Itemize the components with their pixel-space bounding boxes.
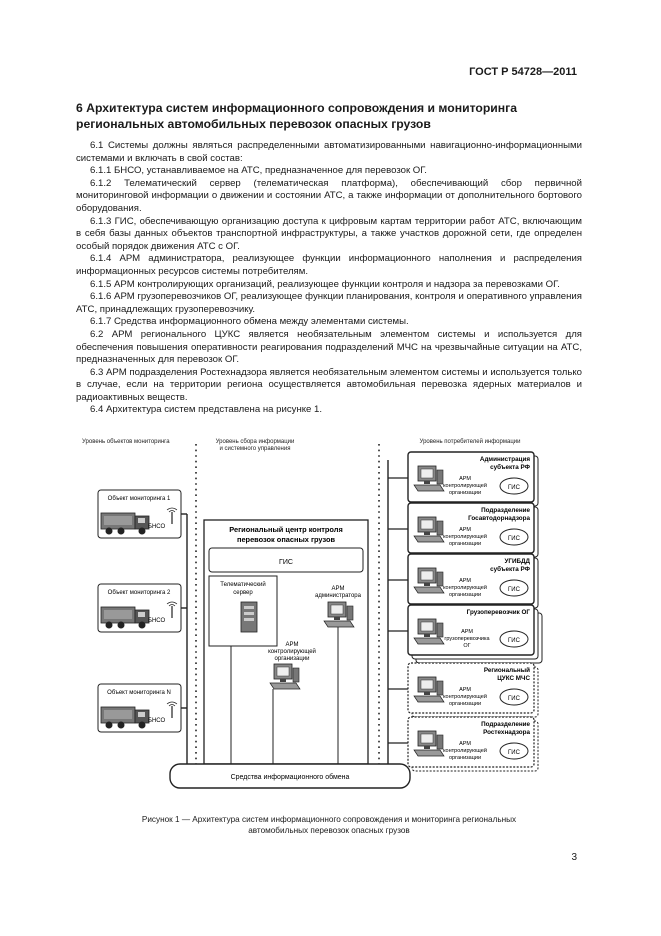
paragraph: 6.1.6 АРМ грузоперевозчиков ОГ, реализую… bbox=[76, 291, 582, 315]
svg-text:Ростехнадзора: Ростехнадзора bbox=[483, 729, 530, 736]
paragraph: 6.2 АРМ регионального ЦУКС является необ… bbox=[76, 328, 582, 366]
workstation-icon bbox=[413, 465, 445, 492]
center-title: Региональный центр контроля bbox=[229, 525, 343, 534]
info-exchange-bar: Средства информационного обмена bbox=[169, 763, 411, 789]
paragraph: 6.1.3 ГИС, обеспечивающую организацию до… bbox=[76, 215, 582, 252]
svg-text:сервер: сервер bbox=[233, 590, 253, 596]
svg-text:контролирующей: контролирующей bbox=[443, 533, 487, 540]
svg-text:контролирующей: контролирующей bbox=[443, 747, 487, 754]
svg-text:ГИС: ГИС bbox=[508, 750, 521, 756]
level-label-consumers: Уровень потребителей информации bbox=[420, 438, 521, 445]
svg-text:УГИБДД: УГИБДД bbox=[504, 558, 530, 565]
paragraph: 6.3 АРМ подразделения Ростехнадзора явля… bbox=[76, 366, 582, 403]
svg-text:АРМ: АРМ bbox=[286, 642, 299, 648]
svg-text:ГИС: ГИС bbox=[508, 696, 521, 702]
svg-text:организации: организации bbox=[449, 755, 481, 761]
svg-text:ГИС: ГИС bbox=[508, 485, 521, 491]
svg-text:АРМ: АРМ bbox=[461, 629, 473, 635]
svg-text:организации: организации bbox=[275, 656, 310, 662]
control-workstation-icon bbox=[269, 663, 301, 690]
consumer-rostekhnadzor: Подразделение Ростехнадзора АРМ контроли… bbox=[388, 716, 539, 772]
svg-text:АРМ: АРМ bbox=[459, 476, 471, 482]
svg-text:Средства информационного обмен: Средства информационного обмена bbox=[231, 773, 350, 781]
svg-text:ЦУКС МЧС: ЦУКС МЧС bbox=[497, 675, 530, 682]
svg-text:контролирующей: контролирующей bbox=[268, 648, 316, 655]
paragraph: 6.1.4 АРМ администратора, реализующее фу… bbox=[76, 253, 582, 277]
paragraph: 6.1.1 БНСО, устанавливаемое на АТС, пред… bbox=[90, 165, 427, 177]
svg-text:Подразделение: Подразделение bbox=[481, 721, 530, 728]
monitoring-object-n: Объект мониторинга N БНСО bbox=[97, 683, 182, 733]
regional-center: Региональный центр контроля перевозок оп… bbox=[203, 519, 369, 765]
svg-text:Администрация: Администрация bbox=[480, 456, 530, 463]
workstation-icon bbox=[413, 730, 445, 757]
paragraph: 6.1.2 Телематический сервер (телематичес… bbox=[76, 177, 582, 214]
consumer-gosavtodornadzor: Подразделение Госавтодорнадзора АРМ конт… bbox=[388, 502, 539, 558]
svg-text:ГИС: ГИС bbox=[508, 638, 521, 644]
workstation-icon bbox=[413, 676, 445, 703]
svg-text:ГИС: ГИС bbox=[508, 536, 521, 542]
svg-text:АРМ: АРМ bbox=[459, 578, 471, 584]
svg-text:БНСО: БНСО bbox=[148, 718, 165, 724]
svg-text:ГИС: ГИС bbox=[279, 559, 293, 566]
paragraph: 6.4 Архитектура систем представлена на р… bbox=[90, 404, 323, 416]
figure-caption: Рисунок 1 — Архитектура систем информаци… bbox=[141, 815, 517, 835]
level-label-collection: Уровень сбора информации bbox=[216, 439, 295, 445]
svg-text:Объект мониторинга 1: Объект мониторинга 1 bbox=[108, 496, 171, 502]
workstation-icon bbox=[413, 618, 445, 645]
svg-text:БНСО: БНСО bbox=[148, 618, 165, 624]
svg-text:грузоперевозчика: грузоперевозчика bbox=[444, 636, 490, 642]
svg-text:организации: организации bbox=[449, 541, 481, 547]
svg-text:контролирующей: контролирующей bbox=[443, 482, 487, 489]
svg-text:ОГ: ОГ bbox=[463, 643, 470, 649]
svg-text:контролирующей: контролирующей bbox=[443, 693, 487, 700]
svg-text:ГИС: ГИС bbox=[508, 587, 521, 593]
svg-text:Подразделение: Подразделение bbox=[481, 507, 530, 514]
level-label-objects: Уровень объектов мониторинга bbox=[82, 439, 170, 445]
svg-text:организации: организации bbox=[449, 592, 481, 598]
svg-text:организации: организации bbox=[449, 701, 481, 707]
svg-text:перевозок опасных грузов: перевозок опасных грузов bbox=[237, 535, 335, 544]
body-text: 6.1 Системы должны являться распределенн… bbox=[76, 140, 582, 417]
paragraph: 6.1.5 АРМ контролирующих организаций, ре… bbox=[90, 278, 560, 290]
svg-text:Объект мониторинга 2: Объект мониторинга 2 bbox=[108, 590, 171, 596]
admin-workstation-icon bbox=[323, 601, 355, 628]
svg-text:субъекта РФ: субъекта РФ bbox=[490, 565, 531, 573]
server-icon bbox=[240, 601, 258, 633]
svg-text:организации: организации bbox=[449, 490, 481, 496]
svg-text:АРМ: АРМ bbox=[332, 586, 345, 592]
svg-text:Объект мониторинга N: Объект мониторинга N bbox=[107, 690, 171, 696]
svg-text:субъекта РФ: субъекта РФ bbox=[490, 463, 531, 471]
gis-block bbox=[208, 547, 364, 573]
monitoring-object-2: Объект мониторинга 2 БНСО bbox=[97, 583, 182, 633]
svg-text:Региональный: Региональный bbox=[484, 666, 530, 674]
paragraph: 6.1.7 Средства информационного обмена ме… bbox=[90, 316, 409, 328]
section-title: 6 Архитектура систем информационного соп… bbox=[76, 101, 517, 131]
consumer-mchs: Региональный ЦУКС МЧС АРМ контролирующей… bbox=[388, 662, 539, 718]
svg-text:АРМ: АРМ bbox=[459, 527, 471, 533]
paragraph: 6.1 Системы должны являться распределенн… bbox=[76, 140, 582, 164]
svg-text:Грузоперевозчик ОГ: Грузоперевозчик ОГ bbox=[467, 609, 531, 616]
consumer-ugibdd: УГИБДД субъекта РФ АРМ контролирующей ор… bbox=[388, 553, 539, 609]
workstation-icon bbox=[413, 567, 445, 594]
consumer-carrier: Грузоперевозчик ОГ АРМ грузоперевозчика … bbox=[388, 604, 543, 664]
standard-number: ГОСТ Р 54728—2011 bbox=[469, 66, 577, 78]
svg-text:АРМ: АРМ bbox=[459, 687, 471, 693]
svg-text:администратора: администратора bbox=[315, 593, 362, 599]
workstation-icon bbox=[413, 516, 445, 543]
page-number: 3 bbox=[571, 852, 577, 863]
level-label-management: и системного управления bbox=[220, 446, 291, 452]
architecture-diagram: Уровень объектов мониторинга Уровень сбо… bbox=[82, 438, 543, 789]
svg-text:Телематический: Телематический bbox=[220, 581, 266, 588]
svg-text:Госавтодорнадзора: Госавтодорнадзора bbox=[468, 515, 530, 522]
svg-text:контролирующей: контролирующей bbox=[443, 584, 487, 591]
svg-text:АРМ: АРМ bbox=[459, 741, 471, 747]
consumer-admin-subject: Администрация субъекта РФ АРМ контролиру… bbox=[388, 451, 539, 507]
monitoring-object-1: Объект мониторинга 1 БНСО bbox=[97, 489, 182, 539]
svg-text:БНСО: БНСО bbox=[148, 524, 165, 530]
